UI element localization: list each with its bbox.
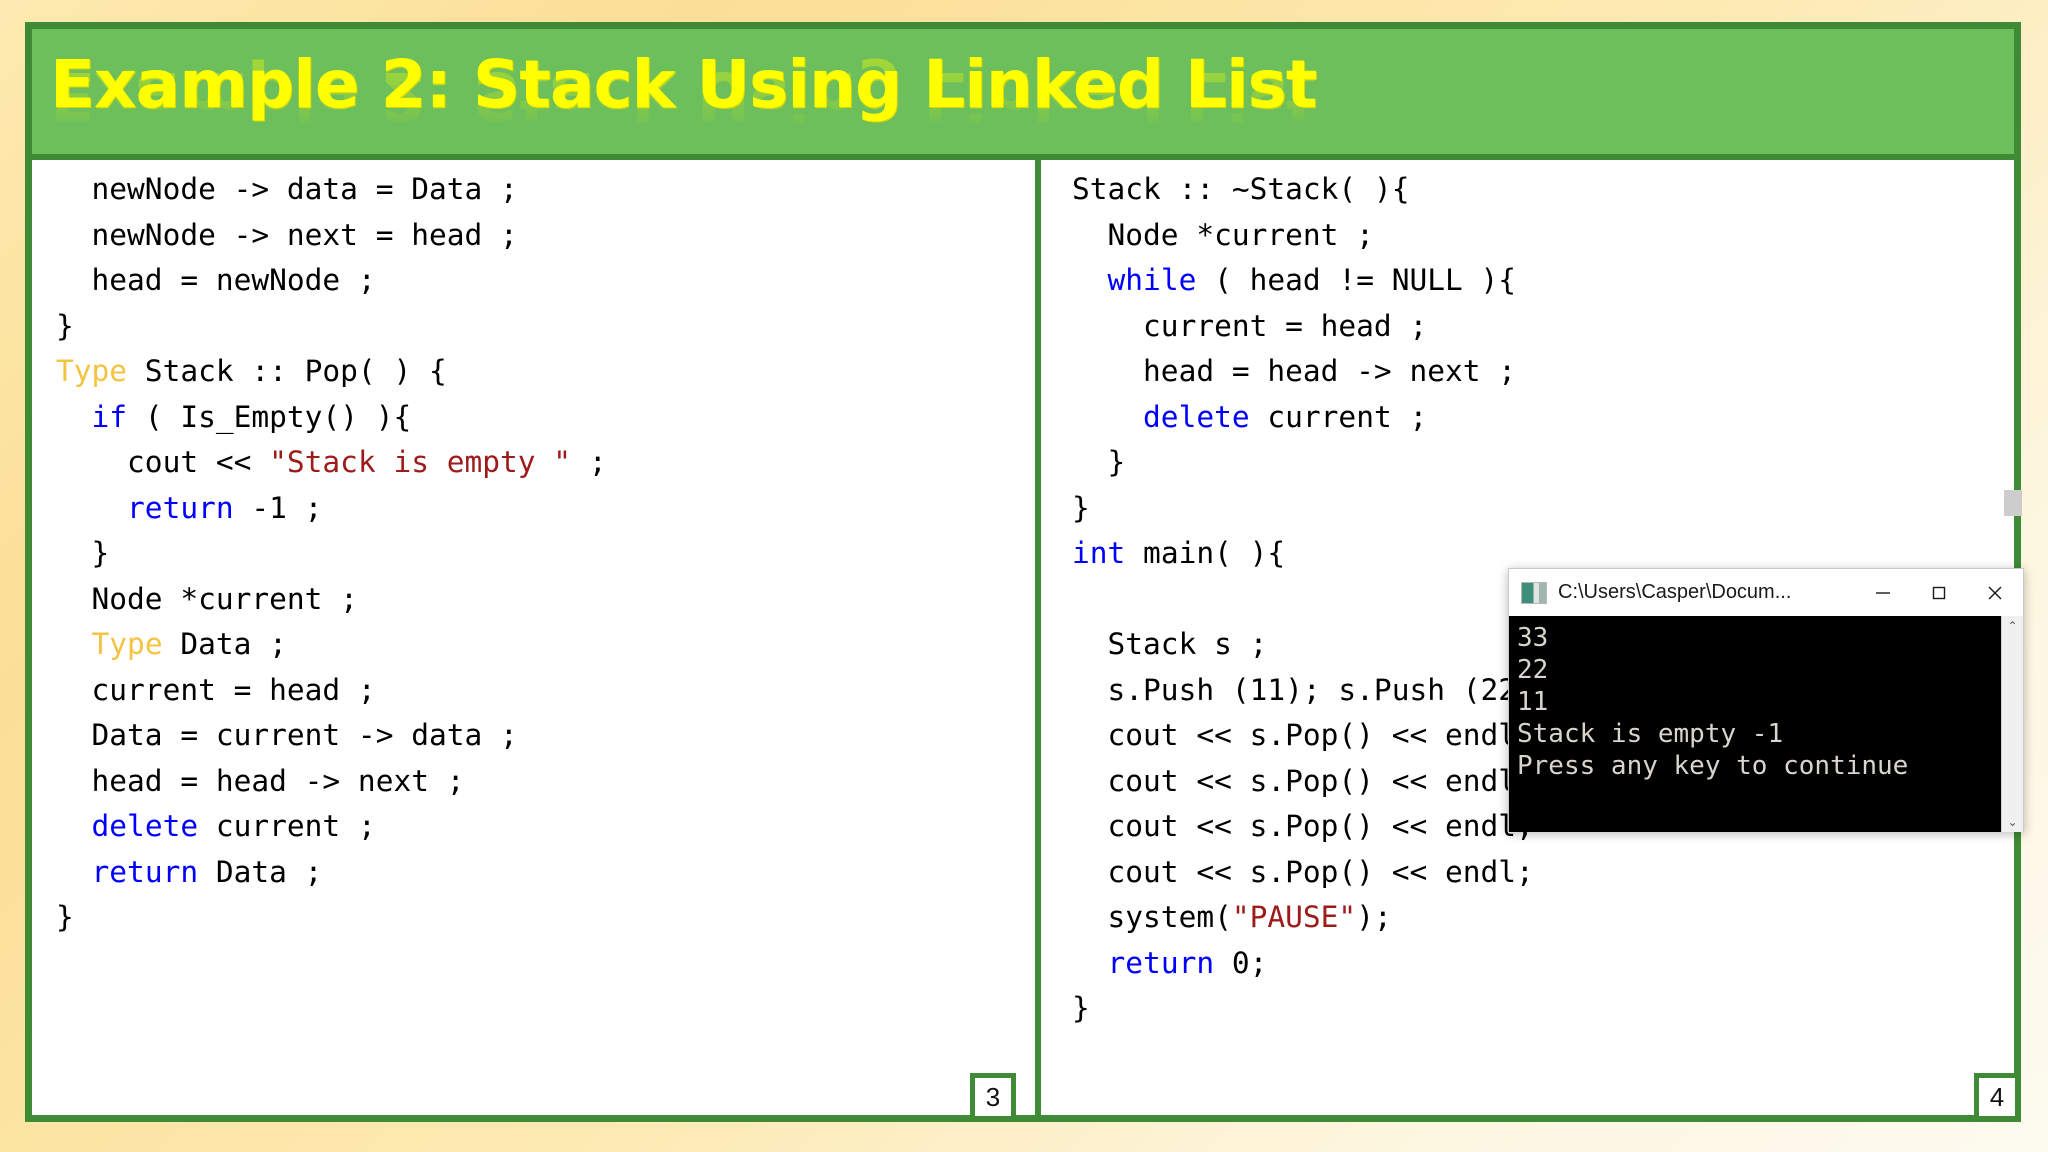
page-number-left: 3 — [970, 1073, 1016, 1121]
console-scroll-track[interactable] — [2002, 490, 2023, 812]
console-scroll-thumb[interactable] — [2003, 490, 2022, 516]
code-block-left: newNode -> data = Data ; newNode -> next… — [56, 172, 607, 934]
maximize-icon — [1932, 586, 1946, 599]
close-icon — [1988, 586, 2002, 599]
page-title: Example 2: Stack Using Linked List — [50, 46, 1317, 123]
console-scrollbar[interactable]: ⌃ ⌄ — [2001, 490, 2023, 832]
close-button[interactable] — [1967, 569, 2023, 616]
scroll-up-arrow-icon[interactable]: ⌃ — [2007, 619, 2018, 633]
console-body: 33 22 11 Stack is empty -1 Press any key… — [1509, 490, 2023, 832]
console-output-text: 33 22 11 Stack is empty -1 Press any key… — [1517, 623, 1909, 781]
maximize-button[interactable] — [1911, 569, 1967, 616]
scroll-down-arrow-icon[interactable]: ⌄ — [2007, 815, 2018, 829]
minimize-icon — [1876, 591, 1890, 594]
console-titlebar[interactable]: C:\Users\Casper\Docum... — [1509, 569, 2023, 616]
column-divider — [1035, 160, 1041, 1115]
page-number-right: 4 — [1974, 1073, 2020, 1121]
code-panel-left: newNode -> data = Data ; newNode -> next… — [44, 160, 1024, 1115]
minimize-button[interactable] — [1855, 569, 1911, 616]
slide-frame: Example 2: Stack Using Linked List Examp… — [25, 22, 2024, 1122]
console-title-text: C:\Users\Casper\Docum... — [1558, 581, 1792, 603]
console-app-icon — [1521, 581, 1547, 604]
content-area: newNode -> data = Data ; newNode -> next… — [32, 160, 2024, 1121]
console-window[interactable]: C:\Users\Casper\Docum... — [1508, 490, 2024, 832]
title-banner: Example 2: Stack Using Linked List Examp… — [32, 29, 2014, 160]
